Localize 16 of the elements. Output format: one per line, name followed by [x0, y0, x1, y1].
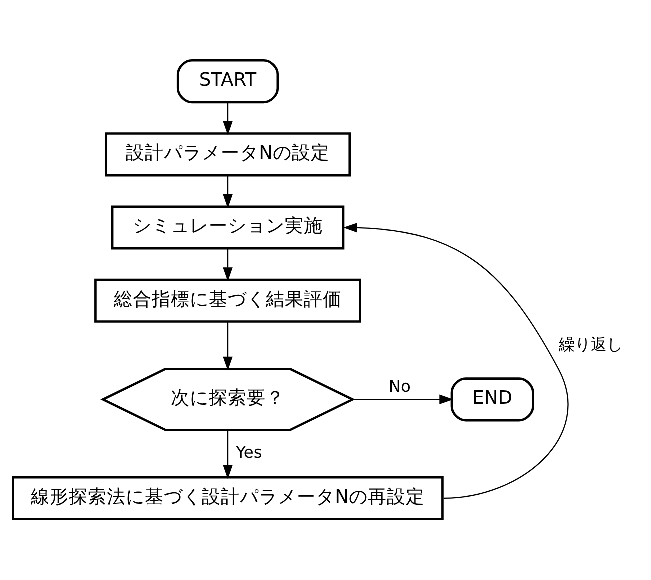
node-box: シミュレーション実施	[111, 206, 345, 250]
node-box: 線形探索法に基づく設計パラメータNの再設定	[12, 476, 444, 521]
node-box: END	[450, 378, 534, 422]
arrow	[343, 223, 569, 500]
node-box: 設計パラメータNの設定	[105, 132, 352, 177]
edge-label: 繰り返し	[559, 334, 624, 354]
arrow	[352, 394, 454, 405]
edge-label: Yes	[236, 443, 262, 462]
node-box: 総合指標に基づく結果評価	[94, 278, 362, 323]
node-box: START	[176, 59, 280, 104]
edge-label: No	[388, 376, 412, 396]
arrow	[223, 176, 233, 208]
arrow	[223, 249, 233, 282]
arrow	[223, 430, 233, 480]
arrow	[223, 322, 233, 371]
arrow	[223, 102, 233, 136]
